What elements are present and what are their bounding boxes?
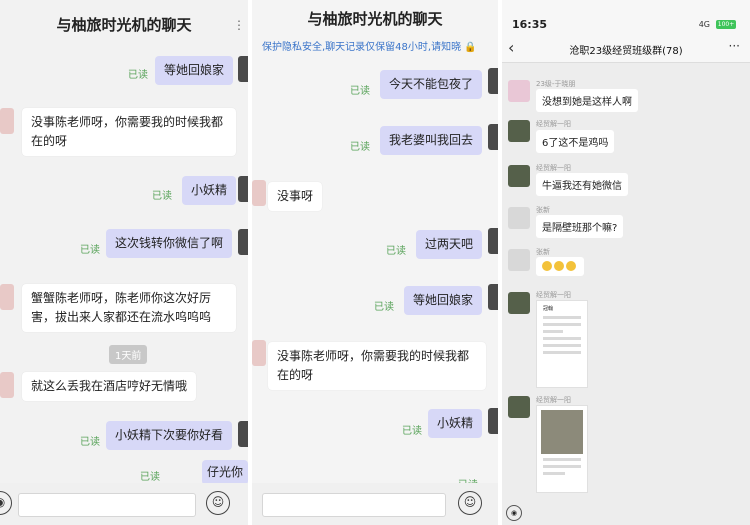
message-bubble[interactable]: 今天不能包夜了 (380, 70, 483, 99)
emoji-icon[interactable]: ☺ (458, 491, 482, 515)
nav-bar: ‹ 沧职23级经贸班级群(78) ··· (502, 36, 750, 63)
emoji-message[interactable] (536, 257, 584, 276)
emoji-icon (554, 261, 564, 271)
avatar[interactable] (488, 68, 498, 94)
avatar[interactable] (508, 396, 530, 418)
more-icon[interactable]: ⋮ (233, 18, 245, 32)
read-status: 已读 (80, 245, 100, 256)
message-bubble[interactable]: 等她回娘家 (155, 56, 234, 85)
message-bubble[interactable]: 没事陈老师呀，你需要我的时候我都在的呀 (268, 342, 486, 390)
message-bubble[interactable]: 没想到她是这样人啊 (536, 89, 638, 112)
screenshot-image[interactable]: 冠翰 (536, 300, 588, 388)
avatar[interactable] (0, 284, 14, 310)
message-bubble[interactable]: 仔光你 (202, 460, 248, 485)
message-bubble[interactable]: 没事呀 (268, 182, 323, 211)
message-bubble[interactable]: 我老婆叫我回去 (380, 126, 483, 155)
chat-title: 与柚旅时光机的聊天 (307, 10, 443, 28)
card-text: 冠翰 (543, 306, 554, 312)
avatar[interactable] (508, 165, 530, 187)
avatar[interactable] (508, 249, 530, 271)
emoji-icon[interactable]: ☺ (206, 491, 230, 515)
chat-panel-left: 与柚旅时光机的聊天 ⋮ 已读 等她回娘家 没事陈老师呀，你需要我的时候我都在的呀… (0, 0, 248, 525)
message-bubble[interactable]: 没事陈老师呀，你需要我的时候我都在的呀 (22, 108, 236, 156)
group-title: 沧职23级经贸班级群(78) (569, 46, 683, 57)
group-chat-panel: 16:35 4G 100+ ‹ 沧职23级经贸班级群(78) ··· 23级-于… (502, 0, 750, 525)
read-status: 已读 (350, 142, 370, 153)
message-bubble[interactable]: 过两天吧 (416, 230, 483, 259)
sender-name: 经贸解一阳 (536, 120, 571, 128)
back-arrow-icon[interactable]: ‹ (508, 38, 515, 57)
message-bubble[interactable]: 小妖精 (428, 409, 483, 438)
message-bubble[interactable]: 这次钱转你微信了啊 (106, 229, 233, 258)
avatar[interactable] (508, 292, 530, 314)
input-bar: ☺ (252, 483, 498, 525)
avatar[interactable] (488, 284, 498, 310)
emoji-icon (542, 261, 552, 271)
message-bubble[interactable]: 就这么丢我在酒店哼好无情哦 (22, 372, 197, 401)
sender-name: 张新 (536, 248, 550, 256)
lock-icon: 🔒 (464, 42, 477, 53)
avatar[interactable] (252, 340, 266, 366)
message-bubble[interactable]: 是隔壁班那个嘛? (536, 215, 624, 238)
screenshot-image[interactable] (536, 405, 588, 493)
battery-level: 100+ (717, 21, 735, 28)
status-bar: 16:35 4G 100+ (502, 0, 750, 36)
battery-icon: 100+ (716, 20, 736, 29)
avatar[interactable] (238, 56, 248, 82)
voice-icon[interactable]: ◉ (506, 505, 522, 521)
message-bubble[interactable]: 小妖精下次要你好看 (106, 421, 233, 450)
avatar[interactable] (488, 408, 498, 434)
avatar[interactable] (238, 176, 248, 202)
chat-panel-middle: 与柚旅时光机的聊天 保护隐私安全,聊天记录仅保留48小时,请知晓 🔒 已读 今天… (252, 0, 498, 525)
message-bubble[interactable]: 6了这不是鸡吗 (536, 130, 615, 153)
read-status: 已读 (80, 437, 100, 448)
sender-name: 张新 (536, 206, 550, 214)
chat-title: 与柚旅时光机的聊天 (56, 16, 192, 34)
avatar[interactable] (252, 180, 266, 206)
message-bubble[interactable]: 牛逼我还有她微信 (536, 173, 628, 196)
avatar[interactable] (238, 229, 248, 255)
read-status: 已读 (374, 302, 394, 313)
input-bar: ◉ ☺ (0, 483, 248, 525)
time-separator: 1天前 (109, 345, 148, 364)
voice-icon[interactable]: ◉ (0, 491, 12, 515)
read-status: 已读 (350, 86, 370, 97)
privacy-notice: 保护隐私安全,聊天记录仅保留48小时,请知晓 🔒 (252, 38, 498, 53)
emoji-icon (566, 261, 576, 271)
avatar[interactable] (508, 207, 530, 229)
network-type: 4G (698, 20, 710, 29)
read-status: 已读 (128, 70, 148, 81)
message-bubble[interactable]: 蟹蟹陈老师呀，陈老师你这次好厉害，拔出来人家都还在流水呜呜呜 (22, 284, 236, 332)
signal-icon: 4G (699, 20, 710, 29)
avatar[interactable] (238, 421, 248, 447)
read-status: 已读 (386, 246, 406, 257)
sender-name: 经贸解一阳 (536, 291, 571, 299)
message-bubble[interactable]: 小妖精 (182, 176, 237, 205)
avatar[interactable] (508, 80, 530, 102)
clock: 16:35 (512, 18, 548, 31)
avatar[interactable] (488, 228, 498, 254)
read-status: 已读 (152, 191, 172, 202)
read-status: 已读 (140, 472, 160, 483)
sender-name: 经贸解一阳 (536, 396, 571, 404)
sender-name: 经贸解一阳 (536, 164, 571, 172)
read-status: 已读 (402, 426, 422, 437)
more-icon[interactable]: ··· (728, 39, 740, 53)
privacy-notice-text: 保护隐私安全,聊天记录仅保留48小时,请知晓 (262, 42, 462, 53)
avatar[interactable] (508, 120, 530, 142)
message-input[interactable] (262, 493, 446, 517)
avatar[interactable] (488, 124, 498, 150)
message-input[interactable] (18, 493, 196, 517)
sender-name: 23级-于晓朋 (536, 80, 576, 88)
message-bubble[interactable]: 等她回娘家 (404, 286, 483, 315)
avatar[interactable] (0, 108, 14, 134)
avatar[interactable] (0, 372, 14, 398)
